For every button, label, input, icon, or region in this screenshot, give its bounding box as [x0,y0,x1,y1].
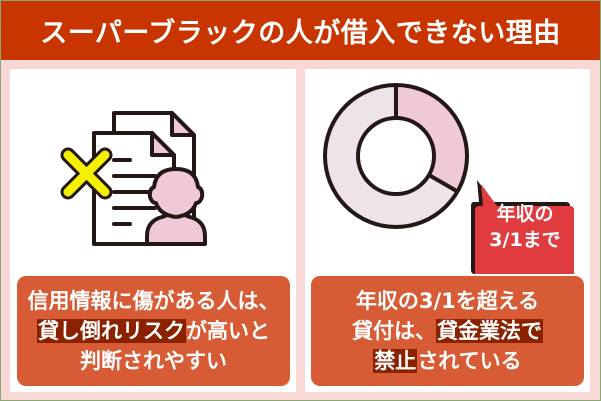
speech-bubble-text: 年収の 3/1まで [489,203,561,251]
donut-chart-icon [305,69,590,274]
page-title: スーパーブラックの人が借入できない理由 [1,1,600,60]
document-person-x-icon [10,69,296,274]
reason-text-income-limit: 年収の3/1を超える 貸付は、貸金業法で 禁止されている [311,276,584,386]
reason-card-credit-info: 信用情報に傷がある人は、 貸し倒れリスクが高いと 判断されやすい [10,69,296,392]
x-mark-icon [60,147,113,200]
highlight-money-lending-law: 貸金業法で [436,319,543,343]
text-line: 判断されやすい [80,349,227,373]
text-line: 信用情報に傷がある人は、 [27,289,280,313]
reason-card-income-limit: 年収の3/1を超える 貸付は、貸金業法で 禁止されている [305,69,590,392]
text-line: 貸し倒れリスクが高いと [37,319,270,343]
text-line: 禁止されている [373,349,522,373]
highlight-prohibited: 禁止 [373,349,418,373]
text-line: 年収の3/1を超える [355,289,540,313]
text-line: 貸付は、貸金業法で [352,319,543,343]
highlight-bad-debt-risk: 貸し倒れリスク [37,319,186,343]
speech-bubble [471,180,574,274]
reason-text-credit-info: 信用情報に傷がある人は、 貸し倒れリスクが高いと 判断されやすい [17,276,290,386]
